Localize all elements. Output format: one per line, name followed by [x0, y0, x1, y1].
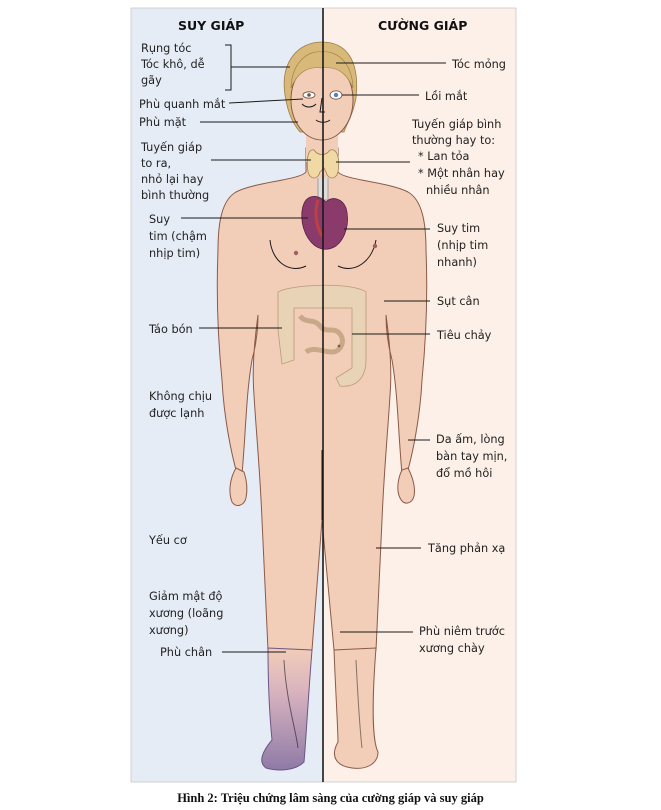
label-heart-1: Suy	[149, 213, 170, 226]
label-heart-2: tim (chậm	[149, 230, 207, 243]
label-pretibial-2: xương chày	[419, 642, 485, 655]
torso	[216, 147, 428, 653]
label-bone-3: xương)	[149, 624, 189, 637]
label-hair-loss: Rụng tóc	[141, 42, 191, 55]
hair-fringe	[290, 51, 354, 89]
label-thyroid-r4: * Một nhân hay	[418, 167, 505, 180]
body-figure	[216, 41, 428, 771]
label-thyroid-2: to ra,	[141, 157, 171, 170]
label-skin-2: bàn tay mịn,	[436, 450, 507, 463]
label-thyroid-4: bình thường	[141, 189, 209, 202]
figure-caption: Hình 2: Triệu chứng lâm sàng của cường g…	[177, 791, 484, 805]
header-hyperthyroid: CƯỜNG GIÁP	[378, 18, 467, 33]
label-weakness: Yếu cơ	[148, 534, 187, 547]
label-cold-2: được lạnh	[149, 407, 204, 420]
label-pretibial-1: Phù niêm trước	[419, 625, 505, 638]
label-cold-1: Không chịu	[149, 390, 212, 403]
right-labels: Tóc mỏng Lồi mắt Tuyến giáp bình thường …	[336, 58, 507, 655]
label-thyroid-1: Tuyến giáp	[140, 141, 202, 154]
label-thyroid-3: nhỏ lại hay	[141, 173, 204, 186]
label-thyroid-r3: * Lan tỏa	[418, 150, 469, 163]
label-bone-1: Giảm mật độ	[149, 590, 223, 603]
label-skin-3: đổ mồ hôi	[436, 467, 492, 480]
label-eye-swelling: Phù quanh mắt	[139, 98, 226, 111]
label-thin-hair: Tóc mỏng	[451, 58, 506, 71]
label-thyroid-r5: nhiều nhân	[426, 184, 490, 197]
label-heart-3: nhịp tim)	[149, 247, 200, 260]
label-diarrhea: Tiêu chảy	[436, 329, 492, 342]
left-labels: Rụng tóc Tóc khô, dễ gãy Phù quanh mắt P…	[139, 42, 311, 659]
label-heart-r2: (nhịp tim	[437, 239, 488, 252]
right-lower-leg	[333, 647, 379, 769]
label-constipation: Táo bón	[148, 323, 193, 336]
label-heart-r1: Suy tim	[437, 222, 480, 235]
left-hand	[229, 467, 248, 506]
label-bone-2: xương (loãng	[149, 607, 223, 620]
left-lower-leg	[261, 647, 313, 771]
label-hair-dry: Tóc khô, dễ	[140, 58, 205, 71]
bracket-hair	[225, 44, 290, 91]
label-weight-loss: Sụt cân	[437, 295, 480, 308]
intestines	[277, 284, 367, 387]
right-hand	[397, 467, 415, 504]
label-heart-r3: nhanh)	[437, 256, 477, 269]
label-thyroid-r2: thường hay to:	[412, 134, 495, 147]
label-exophthalmos: Lồi mắt	[425, 90, 468, 103]
label-leg-edema: Phù chân	[160, 646, 212, 659]
label-hair-brittle: gãy	[141, 74, 162, 87]
label-reflex: Tăng phản xạ	[427, 542, 505, 555]
label-skin-1: Da ấm, lòng	[436, 433, 505, 446]
label-thyroid-r1: Tuyến giáp bình	[411, 118, 501, 131]
header-hypothyroid: SUY GIÁP	[178, 18, 244, 33]
label-face-swelling: Phù mặt	[139, 116, 187, 129]
